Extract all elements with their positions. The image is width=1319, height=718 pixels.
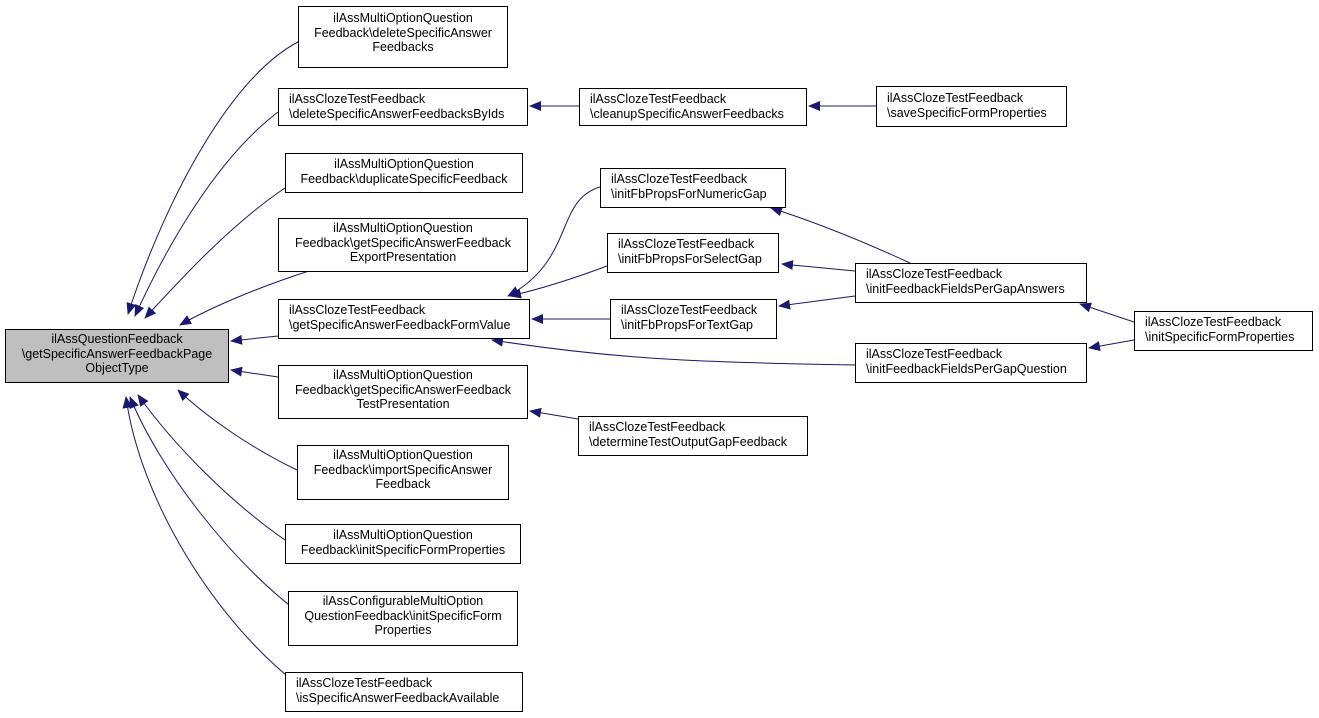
edge-ct_is_available-to-root xyxy=(122,396,298,685)
edge-mo_test_pres-to-root xyxy=(230,366,279,378)
node-line: \determineTestOutputGapFeedback xyxy=(589,434,788,449)
node-line: ilAssMultiOptionQuestion xyxy=(333,368,473,382)
edge-ct_per_gap_answers-to-ct_text xyxy=(778,295,856,310)
node-cloze-determine-test-output-gap-feedback[interactable]: ilAssClozeTestFeedback \determineTestOut… xyxy=(578,416,808,456)
node-line: ilAssQuestionFeedback xyxy=(51,332,183,346)
node-line: ObjectType xyxy=(85,361,149,375)
node-cloze-delete-specific-answer-feedbacks-by-ids[interactable]: ilAssClozeTestFeedback \deleteSpecificAn… xyxy=(278,88,528,126)
node-cloze-save-specific-form-properties[interactable]: ilAssClozeTestFeedback \saveSpecificForm… xyxy=(876,86,1067,127)
node-line: ilAssClozeTestFeedback xyxy=(289,303,426,317)
node-line: \deleteSpecificAnswerFeedbacksByIds xyxy=(289,106,505,121)
node-multi-option-delete-specific-answer-feedbacks[interactable]: ilAssMultiOptionQuestion Feedback\delete… xyxy=(298,6,508,68)
edge-ct_per_gap_answers-to-ct_numeric xyxy=(770,206,911,264)
node-line: Feedback\importSpecificAnswer xyxy=(313,462,493,477)
node-line: ilAssClozeTestFeedback xyxy=(589,420,726,434)
node-line: ilAssMultiOptionQuestion xyxy=(334,157,474,171)
node-multi-option-init-specific-form-properties[interactable]: ilAssMultiOptionQuestion Feedback\initSp… xyxy=(285,524,521,564)
edge-ct_delete_by_ids-to-root xyxy=(134,111,279,317)
node-line: \saveSpecificFormProperties xyxy=(887,105,1047,120)
node-line: ilAssClozeTestFeedback xyxy=(296,676,433,690)
node-line: ilAssClozeTestFeedback xyxy=(611,172,748,186)
node-cloze-init-fb-props-for-select-gap[interactable]: ilAssClozeTestFeedback \initFbPropsForSe… xyxy=(607,233,779,273)
node-line: \initFbPropsForNumericGap xyxy=(611,186,767,201)
node-line: Properties xyxy=(374,623,432,637)
root-node-get-specific-answer-feedback-page-object-type: ilAssQuestionFeedback \getSpecificAnswer… xyxy=(5,329,229,383)
node-line: ilAssClozeTestFeedback xyxy=(621,303,758,317)
node-cloze-is-specific-answer-feedback-available[interactable]: ilAssClozeTestFeedback \isSpecificAnswer… xyxy=(285,672,523,712)
node-line: \getSpecificAnswerFeedbackFormValue xyxy=(289,317,511,332)
node-line: \cleanupSpecificAnswerFeedbacks xyxy=(590,106,784,121)
edge-mo_delete-to-root xyxy=(126,41,299,315)
node-line: Feedback\getSpecificAnswerFeedback xyxy=(294,235,512,250)
node-line: \initFeedbackFieldsPerGapQuestion xyxy=(866,361,1067,376)
edge-ct_form_value-to-root xyxy=(230,334,279,345)
node-line: ilAssClozeTestFeedback xyxy=(866,347,1003,361)
node-line: ilAssClozeTestFeedback xyxy=(618,237,755,251)
node-line: Feedback\initSpecificFormProperties xyxy=(300,542,506,557)
node-line: ilAssMultiOptionQuestion xyxy=(333,11,473,25)
node-line: Feedback\deleteSpecificAnswer xyxy=(314,25,492,40)
node-line: \isSpecificAnswerFeedbackAvailable xyxy=(296,690,500,705)
node-line: \getSpecificAnswerFeedbackPage xyxy=(21,346,213,361)
node-line: ilAssMultiOptionQuestion xyxy=(333,528,473,542)
node-line: ilAssClozeTestFeedback xyxy=(289,92,426,106)
node-line: ExportPresentation xyxy=(349,250,457,264)
edge-ct_per_gap_question-to-ct_form_value xyxy=(491,336,856,366)
node-multi-option-get-specific-answer-feedback-export-presentation[interactable]: ilAssMultiOptionQuestion Feedback\getSpe… xyxy=(278,218,528,272)
edge-ct_select-to-ct_form_value xyxy=(509,265,608,299)
node-cloze-init-fb-props-for-numeric-gap[interactable]: ilAssClozeTestFeedback \initFbPropsForNu… xyxy=(600,168,786,208)
edge-mo_export-to-root xyxy=(179,269,313,326)
node-cloze-get-specific-answer-feedback-form-value[interactable]: ilAssClozeTestFeedback \getSpecificAnswe… xyxy=(278,299,530,339)
node-line: ilAssMultiOptionQuestion xyxy=(333,221,473,235)
node-cloze-init-specific-form-properties[interactable]: ilAssClozeTestFeedback \initSpecificForm… xyxy=(1134,311,1313,351)
node-line: TestPresentation xyxy=(356,397,450,411)
node-line: ilAssClozeTestFeedback xyxy=(1145,315,1282,329)
node-line: Feedback\duplicateSpecificFeedback xyxy=(300,171,508,186)
node-line: \initFbPropsForSelectGap xyxy=(618,251,762,266)
node-line: Feedbacks xyxy=(372,40,434,54)
edge-ct_numeric-to-ct_form_value xyxy=(507,186,601,297)
node-configurable-multi-option-init-specific-form-properties[interactable]: ilAssConfigurableMultiOption QuestionFee… xyxy=(288,591,518,646)
edge-ct_determine-to-mo_test_pres xyxy=(529,407,579,420)
edge-mo_import-to-root xyxy=(177,389,298,471)
node-multi-option-get-specific-answer-feedback-test-presentation[interactable]: ilAssMultiOptionQuestion Feedback\getSpe… xyxy=(278,365,528,419)
node-line: Feedback\getSpecificAnswerFeedback xyxy=(294,382,512,397)
edge-mo_init_specific-to-root xyxy=(137,394,301,551)
node-multi-option-duplicate-specific-feedback[interactable]: ilAssMultiOptionQuestion Feedback\duplic… xyxy=(285,153,523,193)
node-cloze-cleanup-specific-answer-feedbacks[interactable]: ilAssClozeTestFeedback \cleanupSpecificA… xyxy=(579,88,807,126)
node-line: \initSpecificFormProperties xyxy=(1145,329,1295,344)
node-line: \initFbPropsForTextGap xyxy=(621,317,753,332)
node-line: ilAssClozeTestFeedback xyxy=(590,92,727,106)
edge-ct_init_specific-to-ct_per_gap_question xyxy=(1088,339,1135,351)
node-line: \initFeedbackFieldsPerGapAnswers xyxy=(866,281,1065,296)
node-line: ilAssMultiOptionQuestion xyxy=(333,448,473,462)
node-cloze-init-feedback-fields-per-gap-question[interactable]: ilAssClozeTestFeedback \initFeedbackFiel… xyxy=(855,343,1087,383)
edge-ct_init_specific-to-ct_per_gap_answers xyxy=(1079,302,1135,323)
edge-mo_duplicate-to-root xyxy=(144,187,286,319)
edge-cmo_init_specific-to-root xyxy=(129,396,299,613)
node-line: ilAssClozeTestFeedback xyxy=(887,91,1024,105)
node-line: ilAssClozeTestFeedback xyxy=(866,267,1003,281)
node-cloze-init-fb-props-for-text-gap[interactable]: ilAssClozeTestFeedback \initFbPropsForTe… xyxy=(610,299,777,339)
node-multi-option-import-specific-answer-feedback[interactable]: ilAssMultiOptionQuestion Feedback\import… xyxy=(297,445,509,500)
node-cloze-init-feedback-fields-per-gap-answers[interactable]: ilAssClozeTestFeedback \initFeedbackFiel… xyxy=(855,263,1087,303)
edge-ct_per_gap_answers-to-ct_select xyxy=(781,260,856,272)
node-line: Feedback xyxy=(375,477,431,491)
node-line: QuestionFeedback\initSpecificForm xyxy=(304,608,502,623)
node-line: ilAssConfigurableMultiOption xyxy=(322,594,484,608)
